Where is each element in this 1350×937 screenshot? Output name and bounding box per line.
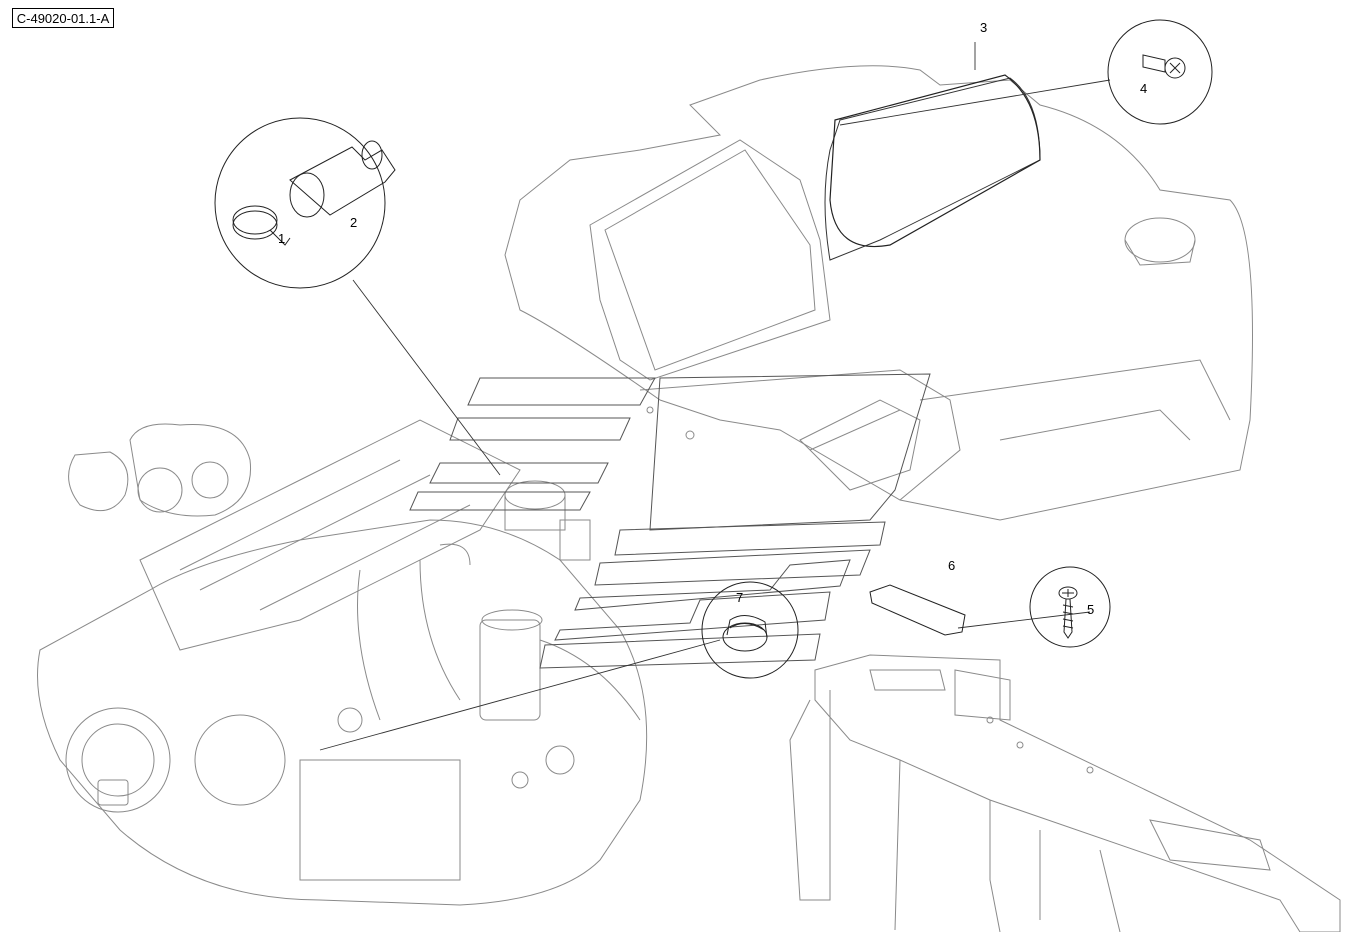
watermark-graphic (409, 373, 931, 669)
callout-7: 7 (736, 590, 744, 605)
seal-strip-part-6 (869, 584, 966, 636)
detail-bubble-screw-4 (1107, 19, 1213, 125)
detail-bubble-screw-5 (1029, 566, 1111, 648)
callout-1: 1 (278, 231, 286, 246)
leader-lines (319, 42, 1111, 751)
hood-panel (504, 65, 1253, 521)
callout-4: 4 (1140, 81, 1148, 96)
callout-5: 5 (1087, 602, 1095, 617)
engine-assembly (37, 419, 648, 906)
callout-3: 3 (980, 20, 988, 35)
reference-code-label: C-49020-01.1-A (12, 8, 114, 28)
access-cover-part-3 (829, 74, 1041, 247)
detail-bubble-hose-clamp (214, 117, 396, 289)
detail-bubble-plug-7 (701, 581, 799, 679)
front-grille-assembly (789, 654, 1341, 933)
callout-2: 2 (350, 215, 358, 230)
callout-6: 6 (948, 558, 956, 573)
